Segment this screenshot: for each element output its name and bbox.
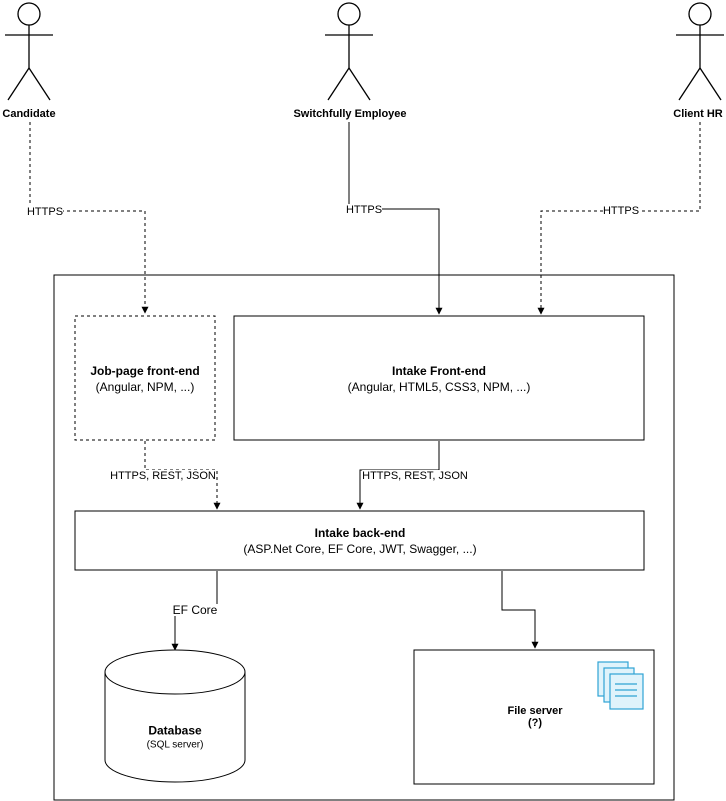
file-server-title: File server bbox=[507, 705, 563, 717]
system-boundary bbox=[53, 274, 675, 801]
intake-backend-title: Intake back-end bbox=[314, 526, 406, 540]
database-text: Database (SQL server) bbox=[147, 724, 204, 751]
database-subtitle: (SQL server) bbox=[146, 739, 204, 751]
job-page-frontend-title: Job-page front-end bbox=[90, 364, 200, 378]
edge-backend-to-fileserver bbox=[501, 571, 539, 649]
documents-icon bbox=[597, 661, 644, 710]
actor-label-candidate: Candidate bbox=[2, 108, 56, 120]
intake-frontend-text: Intake Front-end (Angular, HTML5, CSS3, … bbox=[348, 364, 531, 394]
file-server-text: File server (?) bbox=[507, 705, 562, 729]
intake-backend-subtitle: (ASP.Net Core, EF Core, JWT, Swagger, ..… bbox=[243, 542, 477, 556]
edge-label-intake-rest: HTTPS, REST, JSON bbox=[362, 470, 468, 482]
intake-backend-box bbox=[74, 510, 645, 571]
intake-frontend-subtitle: (Angular, HTML5, CSS3, NPM, ...) bbox=[347, 380, 531, 394]
edge-jobpage-to-backend bbox=[144, 441, 221, 510]
edge-label-candidate-https: HTTPS bbox=[26, 206, 64, 218]
actor-switchfully-employee bbox=[325, 2, 373, 101]
database-title: Database bbox=[148, 723, 202, 738]
actor-client-hr bbox=[676, 2, 724, 101]
edge-label-jobpage-rest: HTTPS, REST, JSON bbox=[110, 470, 216, 482]
actor-candidate bbox=[5, 2, 53, 101]
intake-backend-text: Intake back-end (ASP.Net Core, EF Core, … bbox=[243, 526, 476, 556]
intake-frontend-box bbox=[233, 315, 645, 441]
job-page-frontend-subtitle: (Angular, NPM, ...) bbox=[95, 380, 195, 394]
edge-label-employee-https: HTTPS bbox=[345, 204, 383, 216]
file-server-subtitle: (?) bbox=[527, 717, 543, 729]
intake-frontend-title: Intake Front-end bbox=[391, 364, 486, 378]
actor-label-employee: Switchfully Employee bbox=[293, 108, 407, 120]
edge-candidate-to-jobpage bbox=[29, 122, 149, 314]
job-page-frontend-box bbox=[74, 315, 216, 441]
edge-employee-to-intake bbox=[348, 122, 443, 315]
database-cylinder bbox=[104, 649, 246, 783]
edge-label-ef-core: EF Core bbox=[172, 603, 218, 617]
job-page-frontend-text: Job-page front-end (Angular, NPM, ...) bbox=[90, 364, 199, 394]
actor-label-client-hr: Client HR bbox=[673, 108, 723, 120]
edge-client-to-intake bbox=[537, 122, 701, 315]
edge-label-client-https: HTTPS bbox=[602, 205, 640, 217]
